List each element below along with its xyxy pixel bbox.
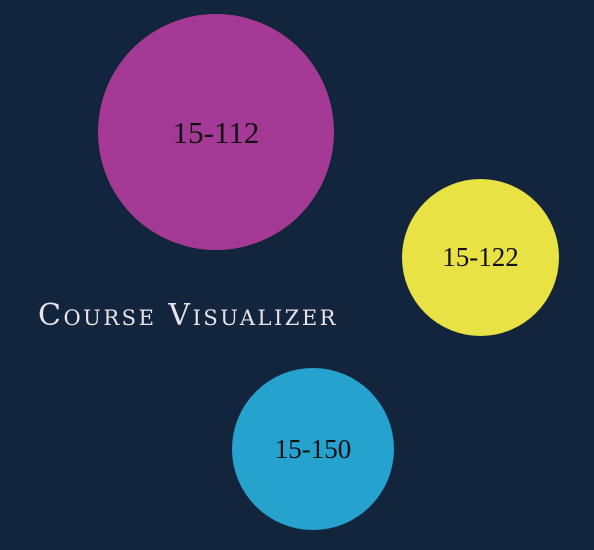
course-node-15-150[interactable]: 15-150 — [232, 368, 394, 530]
course-node-15-122[interactable]: 15-122 — [402, 179, 559, 336]
app-title: Course Visualizer — [38, 298, 338, 333]
course-label-15-122: 15-122 — [442, 242, 519, 272]
course-label-15-150: 15-150 — [274, 433, 352, 464]
course-node-15-112[interactable]: 15-112 — [98, 14, 334, 250]
course-label-15-112: 15-112 — [172, 114, 260, 150]
